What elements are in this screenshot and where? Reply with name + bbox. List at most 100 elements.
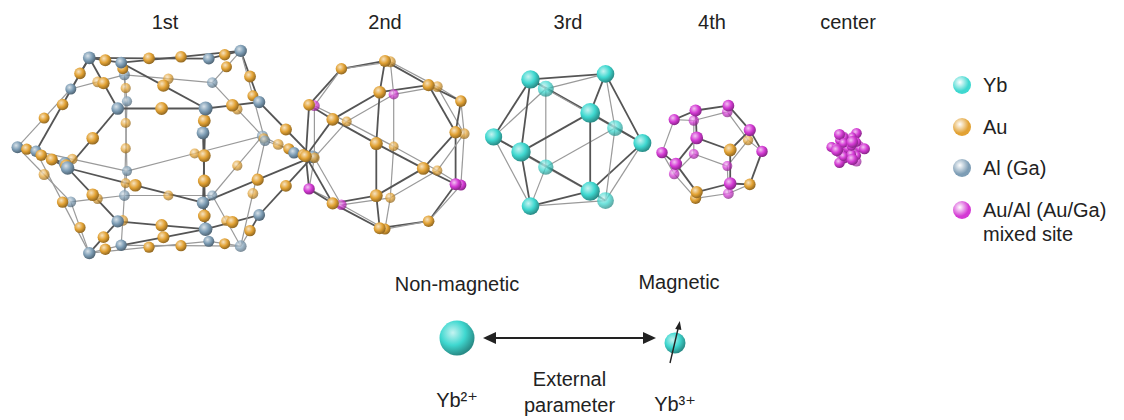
atom-sphere bbox=[65, 84, 76, 95]
bond-line bbox=[203, 180, 258, 203]
atom-sphere bbox=[226, 99, 239, 112]
atom-sphere bbox=[385, 193, 395, 203]
atom-sphere bbox=[122, 96, 132, 106]
atom-sphere bbox=[157, 79, 169, 91]
shell-title: 4th bbox=[698, 10, 726, 34]
atom-sphere bbox=[115, 57, 127, 69]
atom-sphere bbox=[521, 70, 539, 88]
atom-sphere bbox=[326, 113, 339, 126]
arrow-shaft bbox=[493, 337, 646, 339]
bond-line bbox=[606, 143, 643, 201]
atom-sphere bbox=[252, 174, 264, 186]
bond-line bbox=[531, 201, 606, 207]
atom-sphere bbox=[244, 225, 255, 236]
ion-ball bbox=[439, 320, 475, 356]
atom-sphere bbox=[260, 135, 271, 146]
bond-line bbox=[429, 184, 456, 221]
atom-sphere bbox=[423, 79, 435, 91]
atom-sphere bbox=[83, 247, 95, 259]
atom-sphere bbox=[155, 219, 167, 231]
bond-line bbox=[309, 69, 341, 105]
atom-sphere bbox=[112, 215, 124, 227]
atom-sphere bbox=[580, 103, 600, 123]
atom-sphere bbox=[253, 209, 265, 221]
bond-line bbox=[494, 137, 531, 206]
atom-sphere bbox=[834, 129, 845, 140]
bond-line bbox=[606, 74, 643, 143]
bond-line bbox=[606, 128, 616, 201]
atom-sphere bbox=[175, 51, 187, 63]
atom-sphere bbox=[417, 162, 430, 175]
bond-line bbox=[546, 74, 606, 89]
atom-sphere bbox=[232, 161, 242, 171]
atom-sphere bbox=[35, 149, 47, 161]
bond-line bbox=[521, 113, 590, 152]
bond-line bbox=[135, 185, 203, 202]
atom-sphere bbox=[722, 161, 732, 171]
atom-sphere bbox=[99, 54, 111, 66]
atom-sphere bbox=[235, 240, 247, 252]
center-cluster bbox=[826, 128, 870, 168]
bond-line bbox=[314, 69, 341, 106]
atom-sphere bbox=[336, 63, 347, 74]
bond-line bbox=[306, 156, 333, 203]
bond-line bbox=[306, 119, 333, 156]
arrowhead bbox=[643, 332, 656, 344]
atom-sphere bbox=[175, 240, 186, 251]
bond-line bbox=[545, 89, 546, 167]
atom-sphere bbox=[303, 183, 314, 194]
bond-line bbox=[437, 134, 464, 171]
second-shell bbox=[300, 55, 470, 235]
atom-sphere bbox=[485, 128, 502, 145]
atom-sphere bbox=[46, 154, 58, 166]
bond-line bbox=[394, 146, 438, 170]
atom-sphere bbox=[423, 215, 435, 227]
bond-line bbox=[121, 237, 163, 245]
atom-sphere bbox=[370, 137, 383, 150]
ion-state-label: Non-magnetic bbox=[395, 272, 520, 296]
arrowhead bbox=[483, 332, 496, 344]
atom-sphere bbox=[57, 196, 68, 207]
atom-sphere bbox=[116, 240, 127, 251]
bond-line bbox=[333, 92, 380, 119]
bond-line bbox=[380, 85, 429, 92]
atom-sphere bbox=[690, 132, 703, 145]
atom-sphere bbox=[280, 124, 292, 136]
atom-sphere bbox=[119, 190, 130, 201]
bond-line bbox=[118, 108, 162, 110]
atom-sphere bbox=[389, 142, 399, 152]
atom-sphere bbox=[100, 244, 111, 255]
legend-swatch bbox=[953, 201, 971, 219]
bond-line bbox=[72, 159, 127, 171]
bond-line bbox=[437, 87, 464, 134]
atom-sphere bbox=[455, 95, 467, 107]
bond-line bbox=[306, 105, 309, 156]
atom-sphere bbox=[143, 242, 154, 253]
bond-line bbox=[531, 79, 591, 113]
legend-item: Au/Al (Au/Ga) mixed site bbox=[953, 198, 1124, 246]
ion-formula: Yb²⁺ bbox=[436, 388, 478, 412]
edge-label: External parameter bbox=[515, 366, 625, 418]
atom-sphere bbox=[389, 89, 399, 99]
atom-sphere bbox=[21, 144, 32, 155]
double-arrow bbox=[483, 332, 656, 344]
atom-sphere bbox=[342, 117, 352, 127]
atom-sphere bbox=[122, 166, 132, 176]
atom-sphere bbox=[129, 179, 142, 192]
bond-line bbox=[376, 92, 379, 143]
legend-label: Au bbox=[983, 115, 1124, 139]
atom-sphere bbox=[689, 115, 699, 125]
bond-line bbox=[63, 202, 90, 253]
ion-sphere bbox=[440, 321, 475, 356]
atom-sphere bbox=[39, 113, 50, 124]
atom-sphere bbox=[743, 135, 753, 145]
fourth-shell bbox=[656, 100, 767, 204]
legend-label: Au/Al (Au/Ga) mixed site bbox=[983, 198, 1124, 246]
atom-sphere bbox=[163, 190, 173, 200]
atom-sphere bbox=[327, 197, 339, 209]
atom-sphere bbox=[597, 192, 614, 209]
atom-sphere bbox=[121, 118, 131, 128]
bond-line bbox=[127, 154, 195, 172]
atom-sphere bbox=[691, 186, 703, 198]
bond-line bbox=[455, 132, 457, 184]
